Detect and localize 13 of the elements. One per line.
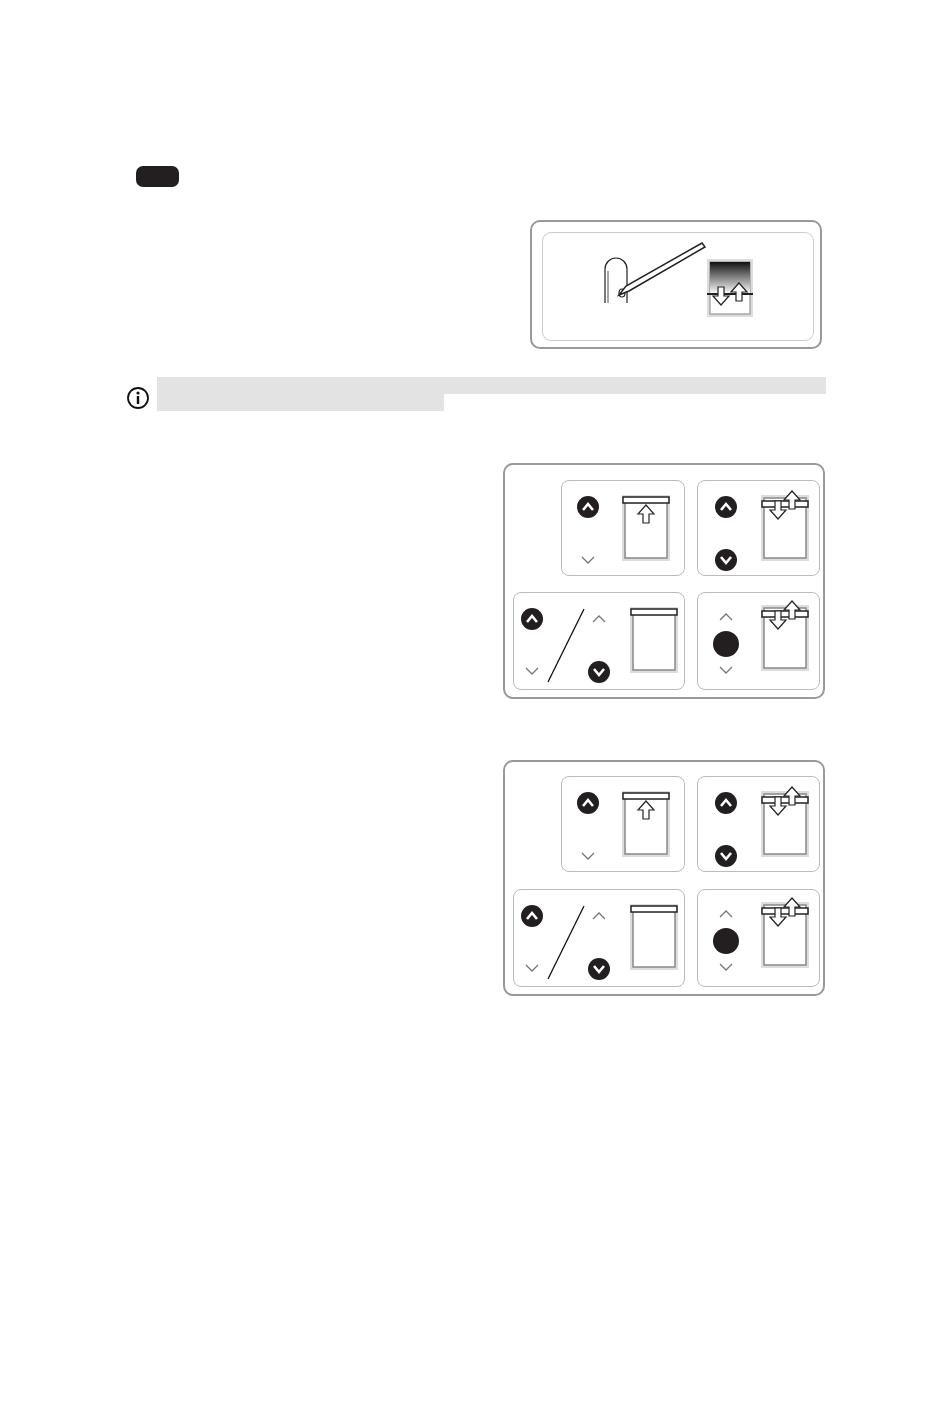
remote-step-card — [513, 889, 685, 987]
remote-step-card — [697, 889, 820, 987]
remote-step-card — [697, 776, 820, 872]
illustration-frame — [542, 232, 814, 341]
remote-step-card — [697, 592, 820, 690]
remote-step-card — [697, 480, 820, 576]
illustration-panel — [503, 760, 825, 996]
illustration-panel — [530, 220, 822, 349]
step-badge — [136, 166, 179, 187]
illustration-panel — [503, 463, 825, 699]
remote-step-card — [513, 592, 685, 690]
remote-step-card — [561, 776, 685, 872]
remote-step-card — [561, 480, 685, 576]
